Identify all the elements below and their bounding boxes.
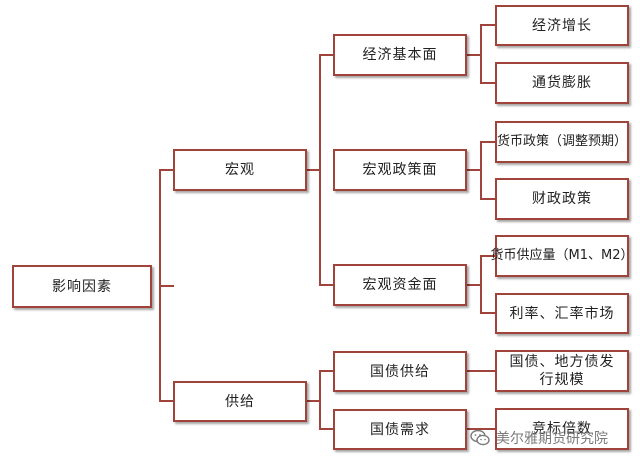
node-treasury-supply: 国债供给 (333, 351, 467, 392)
node-rates-fx-market: 利率、汇率市场 (495, 293, 629, 334)
node-supply: 供给 (173, 381, 307, 422)
node-monetary-policy: 货币政策（调整预期） (495, 121, 629, 163)
watermark-text: 美尔雅期货研究院 (496, 431, 608, 447)
node-economic-fundamentals: 经济基本面 (333, 34, 467, 76)
node-bond-issuance: 国债、地方债发行规模 (495, 350, 629, 392)
node-macro: 宏观 (173, 149, 307, 191)
node-money-supply: 货币供应量（M1、M2） (491, 235, 634, 277)
node-treasury-demand: 国债需求 (333, 409, 467, 450)
node-macro-policy: 宏观政策面 (333, 149, 467, 191)
node-macro-funds: 宏观资金面 (333, 264, 467, 306)
node-bid-multiple: 竞标倍数 (495, 408, 629, 450)
wechat-icon (470, 429, 490, 447)
node-root: 影响因素 (12, 265, 152, 308)
node-inflation: 通货膨胀 (495, 62, 629, 104)
watermark: 美尔雅期货研究院 (470, 426, 608, 450)
node-economic-growth: 经济增长 (495, 5, 629, 46)
node-fiscal-policy: 财政政策 (495, 178, 629, 220)
